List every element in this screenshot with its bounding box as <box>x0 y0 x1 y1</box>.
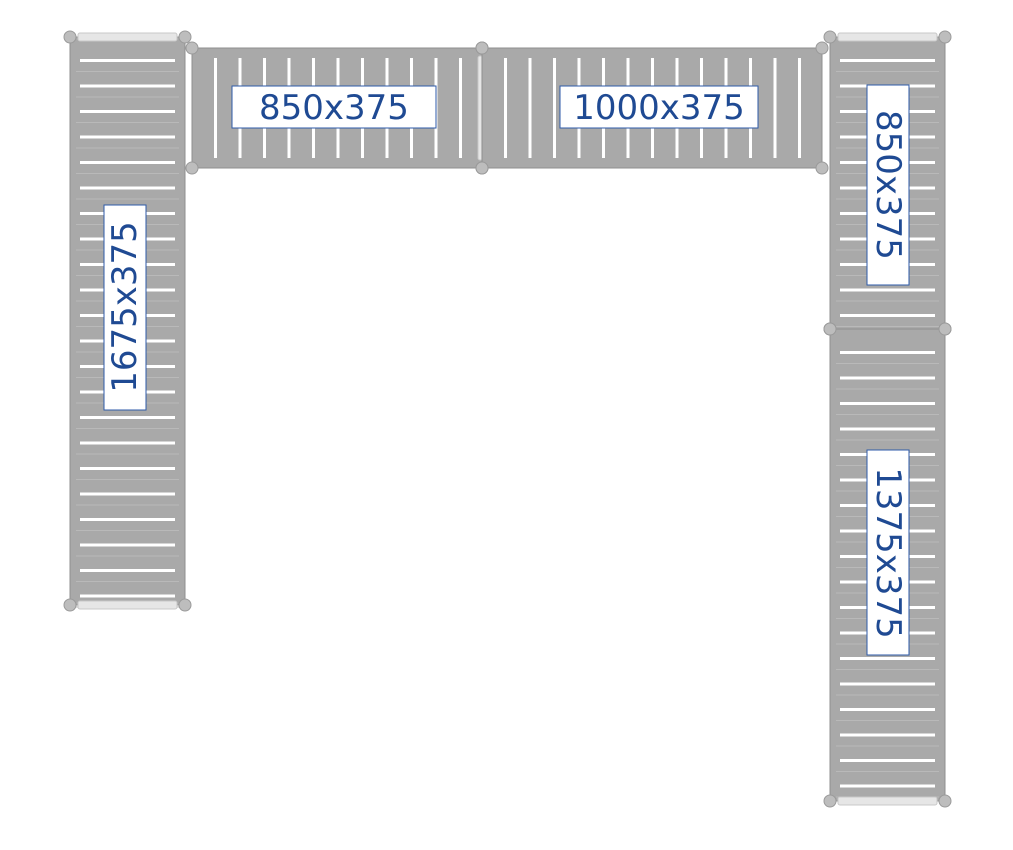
slat-shadow <box>836 414 939 415</box>
connector-node <box>178 30 192 44</box>
slat <box>80 110 175 113</box>
slat <box>840 59 935 62</box>
connector-node <box>815 41 829 55</box>
slat <box>840 427 935 431</box>
slat <box>80 492 175 496</box>
slat-shadow <box>836 745 939 747</box>
slat-shadow <box>836 669 939 670</box>
slat-shadow <box>76 555 179 557</box>
slat-shadow <box>836 300 939 302</box>
slat-shadow <box>76 453 179 455</box>
label-box <box>559 85 759 129</box>
slat <box>214 58 217 158</box>
label-right-lower-text: 1375x375 <box>868 467 908 639</box>
slat <box>840 784 935 788</box>
slat-shadow <box>76 198 179 200</box>
connector-node <box>475 41 489 55</box>
slat <box>80 59 175 62</box>
connector-node <box>63 598 77 612</box>
slat-shadow <box>76 504 179 506</box>
slat <box>80 161 175 164</box>
slat <box>80 467 175 470</box>
label-box <box>103 204 147 411</box>
label-right-lower: 1375x375 <box>866 449 910 656</box>
slat <box>80 441 175 445</box>
label-right-upper-text: 850x375 <box>868 110 908 260</box>
connector-node <box>823 794 837 808</box>
slat <box>80 135 175 139</box>
rail <box>77 32 178 42</box>
slat <box>528 58 532 158</box>
slat <box>840 351 935 354</box>
slat-shadow <box>836 771 939 772</box>
label-box <box>866 84 910 286</box>
slat-shadow <box>76 581 179 582</box>
slat-shadow <box>76 479 179 480</box>
slat <box>80 186 175 190</box>
connector-node <box>938 794 952 808</box>
slat <box>840 314 935 317</box>
slat-shadow <box>76 147 179 149</box>
connector-node <box>475 161 489 175</box>
slat <box>840 708 935 711</box>
label-top-left-text: 850x375 <box>259 88 409 128</box>
slat <box>840 759 935 762</box>
connector-node <box>823 322 837 336</box>
slat <box>840 682 935 686</box>
slat <box>80 543 175 547</box>
slat <box>840 733 935 737</box>
slat-shadow <box>836 439 939 441</box>
connector-node <box>63 30 77 44</box>
slat-shadow <box>836 720 939 721</box>
slat <box>840 376 935 380</box>
slat-shadow <box>76 96 179 98</box>
slat-shadow <box>76 122 179 123</box>
slat <box>504 58 507 158</box>
slat <box>80 84 175 88</box>
rail <box>77 600 178 610</box>
label-top-right: 1000x375 <box>559 85 759 129</box>
slat <box>459 58 462 158</box>
slat <box>80 569 175 572</box>
connector-node <box>823 30 837 44</box>
slat <box>840 402 935 405</box>
label-box <box>231 85 437 129</box>
slat-shadow <box>76 428 179 429</box>
connector-node <box>185 161 199 175</box>
slat <box>80 594 175 598</box>
connector-node <box>815 161 829 175</box>
label-top-right-text: 1000x375 <box>573 88 745 128</box>
label-top-left: 850x375 <box>231 85 437 129</box>
slat-shadow <box>76 173 179 174</box>
slat-shadow <box>836 71 939 72</box>
slat <box>80 416 175 419</box>
slat <box>798 58 801 158</box>
connector-node <box>185 41 199 55</box>
label-left: 1675x375 <box>103 204 147 411</box>
slat-shadow <box>836 363 939 364</box>
connector-node <box>178 598 192 612</box>
slat <box>840 288 935 292</box>
slat <box>773 58 777 158</box>
label-box <box>866 449 910 656</box>
label-right-upper: 850x375 <box>866 84 910 286</box>
connector-node <box>938 322 952 336</box>
slat-shadow <box>836 388 939 390</box>
rail <box>837 32 938 42</box>
slat <box>840 657 935 660</box>
connector-node <box>938 30 952 44</box>
slat <box>553 58 556 158</box>
slat-shadow <box>76 71 179 72</box>
slat-shadow <box>836 326 939 327</box>
slat-shadow <box>836 694 939 696</box>
slat-shadow <box>76 530 179 531</box>
rail <box>837 796 938 806</box>
slat <box>80 518 175 521</box>
label-left-text: 1675x375 <box>105 221 145 393</box>
